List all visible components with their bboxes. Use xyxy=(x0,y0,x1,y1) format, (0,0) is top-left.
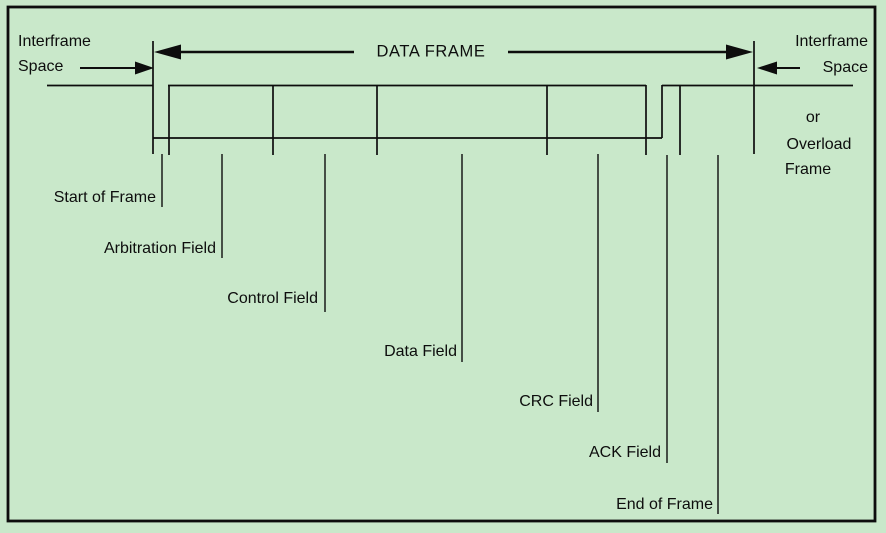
left-interframe-label-line1: Interframe xyxy=(18,33,91,50)
left-interframe-arrowhead-icon xyxy=(135,61,154,75)
right-interframe-label-line1: Interframe xyxy=(795,33,868,50)
field-label-crc-field: CRC Field xyxy=(519,393,593,410)
field-label-arbitration-field: Arbitration Field xyxy=(104,240,216,257)
right-interframe-arrowhead-icon xyxy=(757,61,777,75)
overload-frame-label-line3: Frame xyxy=(785,161,831,178)
overload-frame-label-line1: or xyxy=(806,109,821,126)
field-label-ack-field: ACK Field xyxy=(589,444,661,461)
field-label-end-of-frame: End of Frame xyxy=(616,496,713,513)
data-frame-right-arrowhead-icon xyxy=(726,44,753,60)
figure-border xyxy=(6,5,877,523)
field-label-start-of-frame: Start of Frame xyxy=(54,189,156,206)
data-frame-left-arrowhead-icon xyxy=(154,44,181,60)
field-label-data-field: Data Field xyxy=(384,343,457,360)
field-label-control-field: Control Field xyxy=(227,290,318,307)
data-frame-title: DATA FRAME xyxy=(377,43,486,61)
overload-frame-label-line2: Overload xyxy=(787,136,852,153)
left-interframe-label-line2: Space xyxy=(18,58,63,75)
right-interframe-label-line2: Space xyxy=(823,59,868,76)
